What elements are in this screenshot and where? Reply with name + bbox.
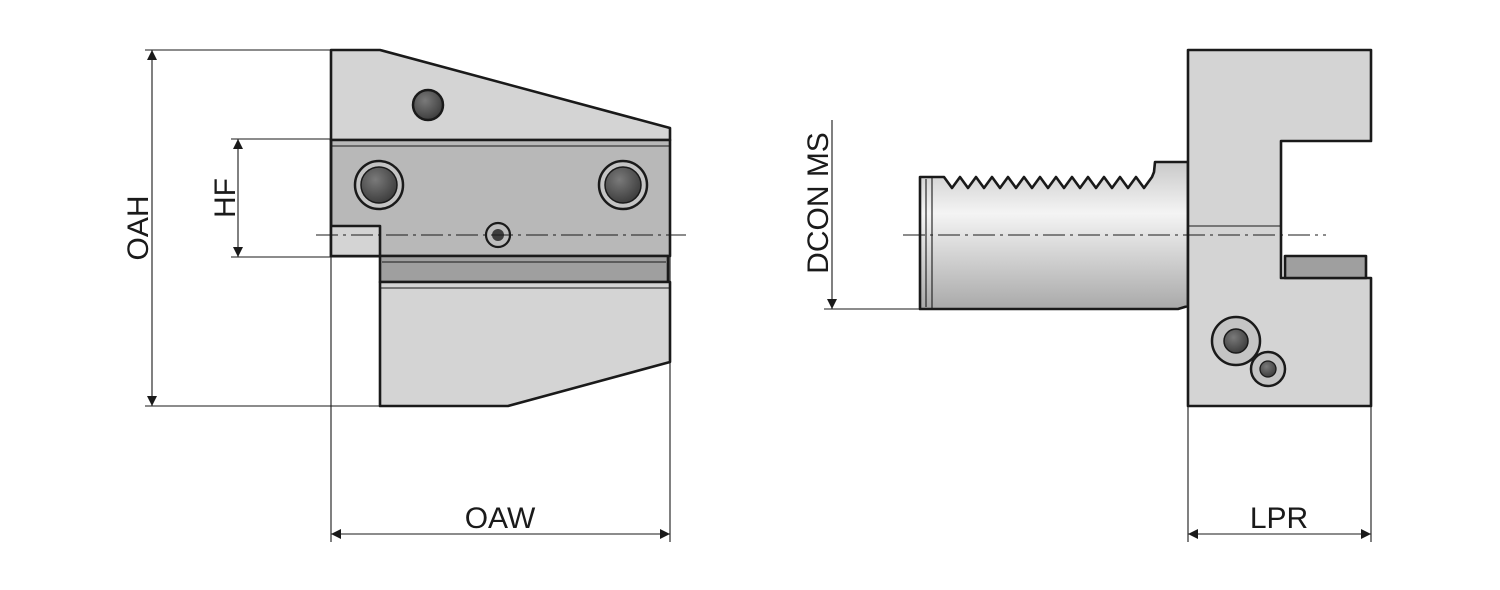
label-lpr: LPR: [1250, 502, 1308, 535]
groove-strip: [378, 254, 670, 284]
side-bolt-icon: [1210, 315, 1262, 367]
label-oah: OAH: [122, 195, 155, 260]
label-dcon-ms: DCON MS: [802, 132, 835, 274]
upper-block: [329, 48, 672, 142]
dimension-dcon-ms: DCON MS: [802, 120, 920, 310]
right-bolt-icon: [597, 159, 649, 211]
body-left-edge: [329, 138, 382, 258]
label-hf: HF: [209, 178, 242, 218]
top-bolt-icon: [411, 88, 445, 122]
dimension-lpr: LPR: [1187, 406, 1372, 542]
side-insert: [1283, 254, 1368, 280]
side-view: [903, 48, 1373, 408]
dimension-oaw: OAW: [330, 128, 671, 542]
lower-block: [378, 280, 672, 408]
left-bolt-icon: [353, 159, 405, 211]
label-oaw: OAW: [465, 502, 536, 535]
front-view: [316, 48, 686, 408]
dimension-hf: HF: [209, 138, 380, 258]
dimension-oah: OAH: [122, 49, 380, 407]
side-small-bolt-icon: [1249, 350, 1287, 388]
